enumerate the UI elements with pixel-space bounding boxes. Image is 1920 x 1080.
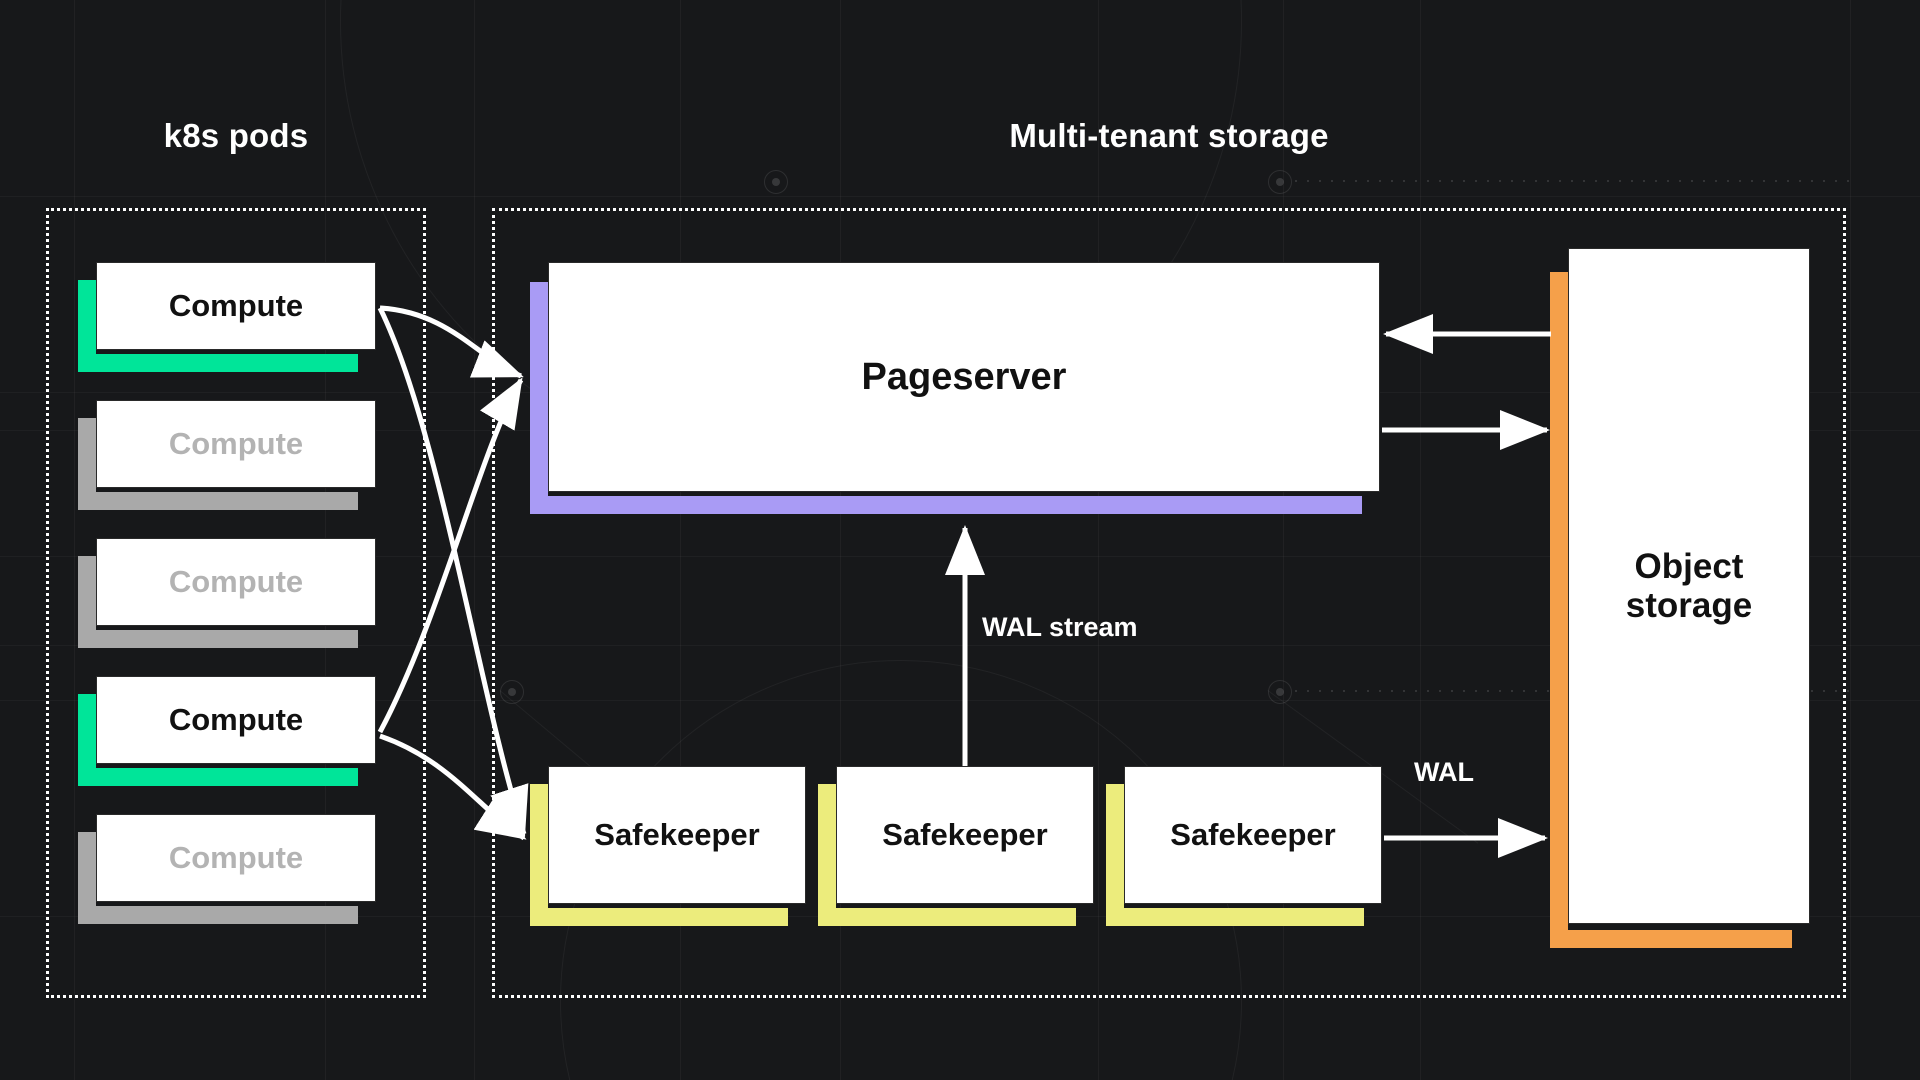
node-accent-shadow [78, 832, 358, 924]
node-accent-shadow [1106, 784, 1364, 926]
node-safekeeper-1[interactable]: Safekeeper [530, 766, 806, 926]
node-label-object-storage: Object storage [1568, 248, 1810, 924]
group-title-k8s-pods: k8s pods [163, 117, 309, 154]
node-label-safekeeper-3: Safekeeper [1124, 766, 1382, 904]
node-label-compute-4: Compute [96, 676, 376, 764]
grid-line-vertical [1850, 0, 1851, 1080]
node-safekeeper-2[interactable]: Safekeeper [818, 766, 1094, 926]
grid-line-vertical [474, 0, 475, 1080]
node-label-safekeeper-2: Safekeeper [836, 766, 1094, 904]
grid-line-horizontal [0, 196, 1920, 197]
edge-label-wal: WAL [1414, 757, 1474, 787]
node-label-compute-1: Compute [96, 262, 376, 350]
node-label-compute-2: Compute [96, 400, 376, 488]
node-label-pageserver: Pageserver [548, 262, 1380, 492]
node-compute-4[interactable]: Compute [78, 676, 376, 786]
node-label-safekeeper-1: Safekeeper [548, 766, 806, 904]
edge-label-wal-stream: WAL stream [982, 612, 1138, 642]
node-compute-5[interactable]: Compute [78, 814, 376, 924]
node-accent-shadow [78, 694, 358, 786]
node-compute-3[interactable]: Compute [78, 538, 376, 648]
node-pageserver[interactable]: Pageserver [530, 262, 1380, 514]
node-label-compute-5: Compute [96, 814, 376, 902]
grid-dot-line [1290, 180, 1850, 182]
group-title-multi-tenant-storage: Multi-tenant storage [1009, 117, 1329, 154]
node-accent-shadow [818, 784, 1076, 926]
node-compute-2[interactable]: Compute [78, 400, 376, 510]
node-accent-shadow [530, 784, 788, 926]
grid-node-dot [1268, 170, 1292, 194]
node-safekeeper-3[interactable]: Safekeeper [1106, 766, 1382, 926]
node-accent-shadow [1550, 272, 1792, 948]
node-accent-shadow [78, 556, 358, 648]
node-accent-shadow [530, 282, 1362, 514]
node-object-storage[interactable]: Object storage [1550, 248, 1810, 948]
node-accent-shadow [78, 418, 358, 510]
node-label-compute-3: Compute [96, 538, 376, 626]
node-compute-1[interactable]: Compute [78, 262, 376, 372]
grid-node-dot [764, 170, 788, 194]
node-accent-shadow [78, 280, 358, 372]
